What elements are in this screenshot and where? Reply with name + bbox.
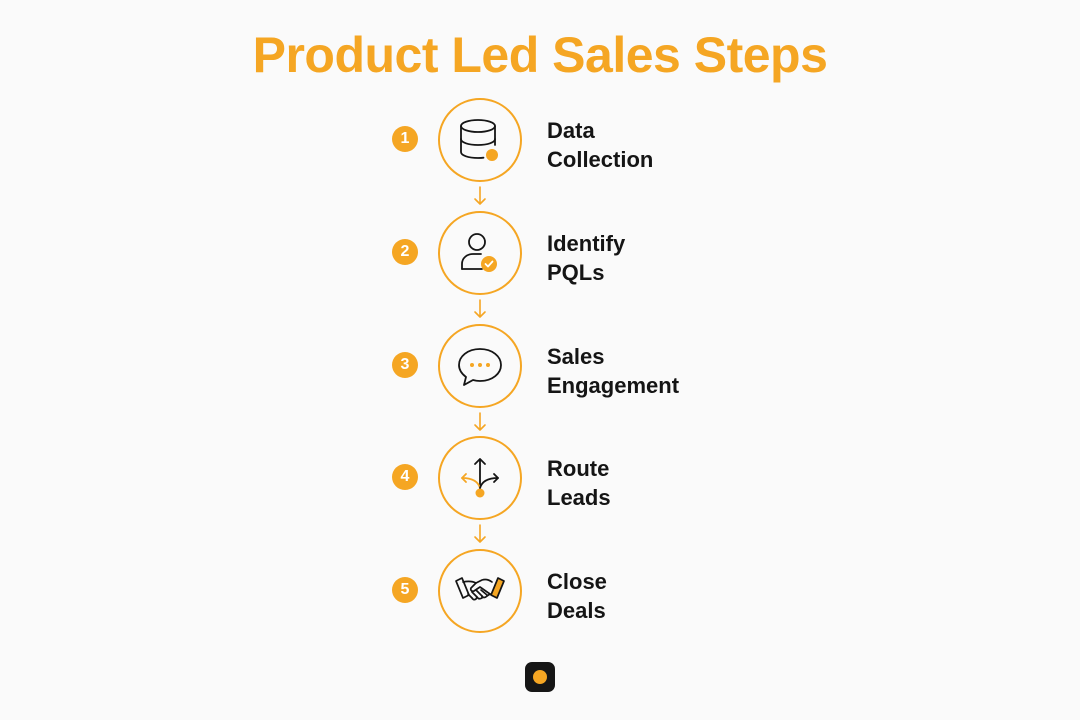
handshake-icon bbox=[455, 577, 505, 601]
arrow-down-icon bbox=[474, 299, 486, 318]
chat-bubble-icon bbox=[458, 348, 502, 386]
step-icon-circle bbox=[438, 324, 522, 408]
page-title: Product Led Sales Steps bbox=[252, 27, 828, 83]
step-label-line1: Route bbox=[547, 456, 610, 481]
step-label: Identify PQLs bbox=[547, 229, 625, 287]
step-number-badge: 4 bbox=[392, 464, 418, 490]
arrow-down-icon bbox=[474, 186, 486, 205]
database-icon bbox=[460, 119, 498, 161]
step-label: Sales Engagement bbox=[547, 342, 679, 400]
step-label-line2: Collection bbox=[547, 147, 654, 172]
step-icon-circle bbox=[438, 211, 522, 295]
step-label-line2: Engagement bbox=[547, 373, 680, 398]
arrow-down-icon bbox=[474, 524, 486, 543]
step-label-line2: PQLs bbox=[547, 260, 605, 285]
step-icon-circle bbox=[438, 549, 522, 633]
brand-logo-dot bbox=[533, 670, 547, 684]
step-label-line1: Close bbox=[547, 569, 607, 594]
step-route-leads: 4 Route Leads bbox=[0, 436, 1080, 520]
step-icon-circle bbox=[438, 436, 522, 520]
step-label: Data Collection bbox=[547, 116, 653, 174]
step-icon-circle bbox=[438, 98, 522, 182]
step-sales-engagement: 3 Sales Engagement bbox=[0, 324, 1080, 408]
step-number-badge: 1 bbox=[392, 126, 418, 152]
step-label: Close Deals bbox=[547, 567, 607, 625]
split-arrows-icon bbox=[461, 458, 499, 498]
user-check-icon bbox=[461, 233, 497, 272]
step-label-line1: Data bbox=[547, 118, 595, 143]
step-label-line2: Leads bbox=[547, 485, 611, 510]
step-close-deals: 5 Close Deals bbox=[0, 549, 1080, 633]
step-label: Route Leads bbox=[547, 454, 611, 512]
step-label-line1: Sales bbox=[547, 344, 605, 369]
step-label-line2: Deals bbox=[547, 598, 606, 623]
step-number-badge: 3 bbox=[392, 352, 418, 378]
step-number-badge: 2 bbox=[392, 239, 418, 265]
arrow-down-icon bbox=[474, 412, 486, 431]
step-data-collection: 1 Data Collection bbox=[0, 98, 1080, 182]
step-identify-pqls: 2 Identify PQLs bbox=[0, 211, 1080, 295]
step-label-line1: Identify bbox=[547, 231, 626, 256]
brand-logo-icon bbox=[525, 662, 555, 692]
step-number-badge: 5 bbox=[392, 577, 418, 603]
